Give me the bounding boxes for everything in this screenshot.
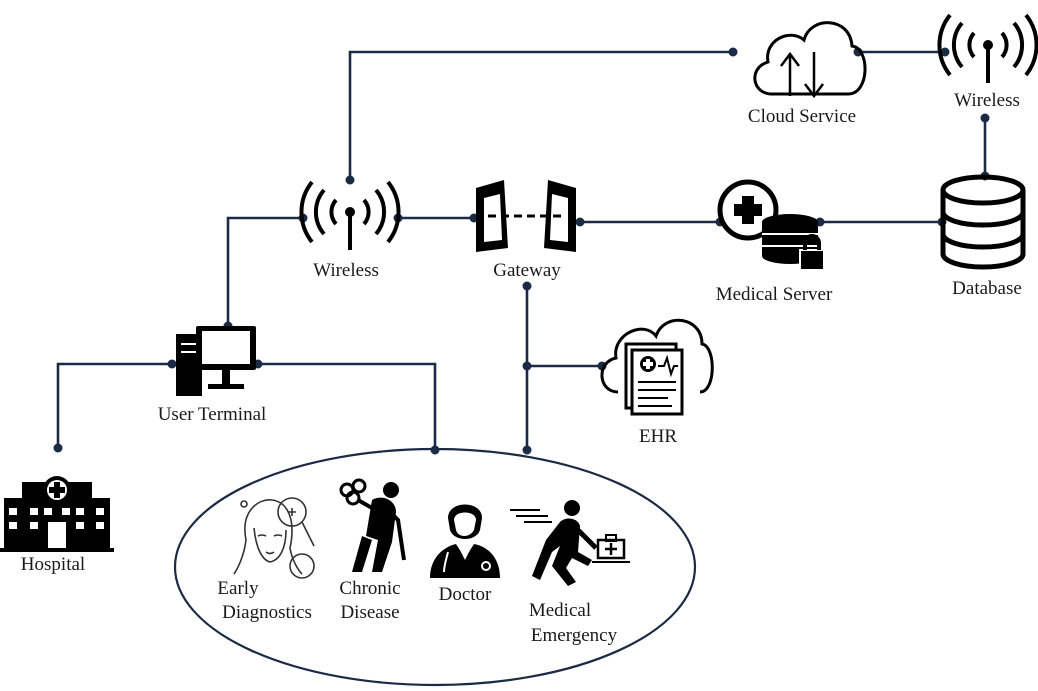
chronic-disease-label-2: Disease	[340, 602, 399, 623]
medical-emergency-label-2: Emergency	[531, 625, 618, 646]
dot	[522, 281, 532, 291]
hospital-label: Hospital	[21, 554, 85, 575]
link-hospital-terminal	[56, 362, 172, 448]
gateway-server-icon	[476, 180, 576, 252]
wireless-antenna-icon	[937, 13, 1038, 83]
ehr-label: EHR	[639, 426, 677, 447]
dot	[980, 113, 990, 123]
ehr-cloud-record-icon	[600, 318, 714, 416]
medical-server-label: Medical Server	[716, 284, 833, 305]
users-group-ellipse	[173, 447, 697, 687]
user-terminal-label: User Terminal	[158, 404, 267, 425]
connectors	[56, 50, 987, 450]
early-diagnostics-label-2: Diagnostics	[222, 602, 312, 623]
wireless-antenna-icon	[299, 180, 401, 250]
database-label: Database	[952, 278, 1022, 299]
database-icon	[940, 174, 1026, 270]
dot	[345, 175, 355, 185]
cloud-upload-download-icon	[753, 21, 867, 99]
early-diagnostics-label-1: Early	[217, 578, 259, 599]
medical-server-icon	[717, 179, 825, 271]
hospital-building-icon	[0, 476, 114, 552]
cloud-service-label: Cloud Service	[748, 106, 856, 127]
dot	[167, 359, 177, 369]
link-wireless-terminal	[226, 216, 303, 326]
wireless-top-label: Wireless	[954, 90, 1020, 111]
dot	[728, 47, 738, 57]
chronic-disease-label-1: Chronic	[339, 578, 400, 599]
dot	[940, 47, 950, 57]
medical-emergency-label-1: Medical	[529, 600, 591, 621]
link-wireless-cloud	[348, 50, 733, 180]
running-person-medkit-icon	[510, 500, 630, 586]
gateway-label: Gateway	[493, 260, 561, 281]
link-terminal-users	[258, 362, 437, 450]
desktop-computer-icon	[176, 326, 256, 396]
dot	[53, 443, 63, 453]
wireless-mid-label: Wireless	[313, 260, 379, 281]
doctor-label: Doctor	[439, 584, 492, 605]
woman-magnifier-icon	[233, 497, 315, 579]
doctor-icon	[430, 504, 500, 578]
hunched-patient-icon	[339, 478, 406, 572]
dot	[522, 361, 532, 371]
dot	[575, 217, 585, 227]
dot	[522, 445, 532, 455]
